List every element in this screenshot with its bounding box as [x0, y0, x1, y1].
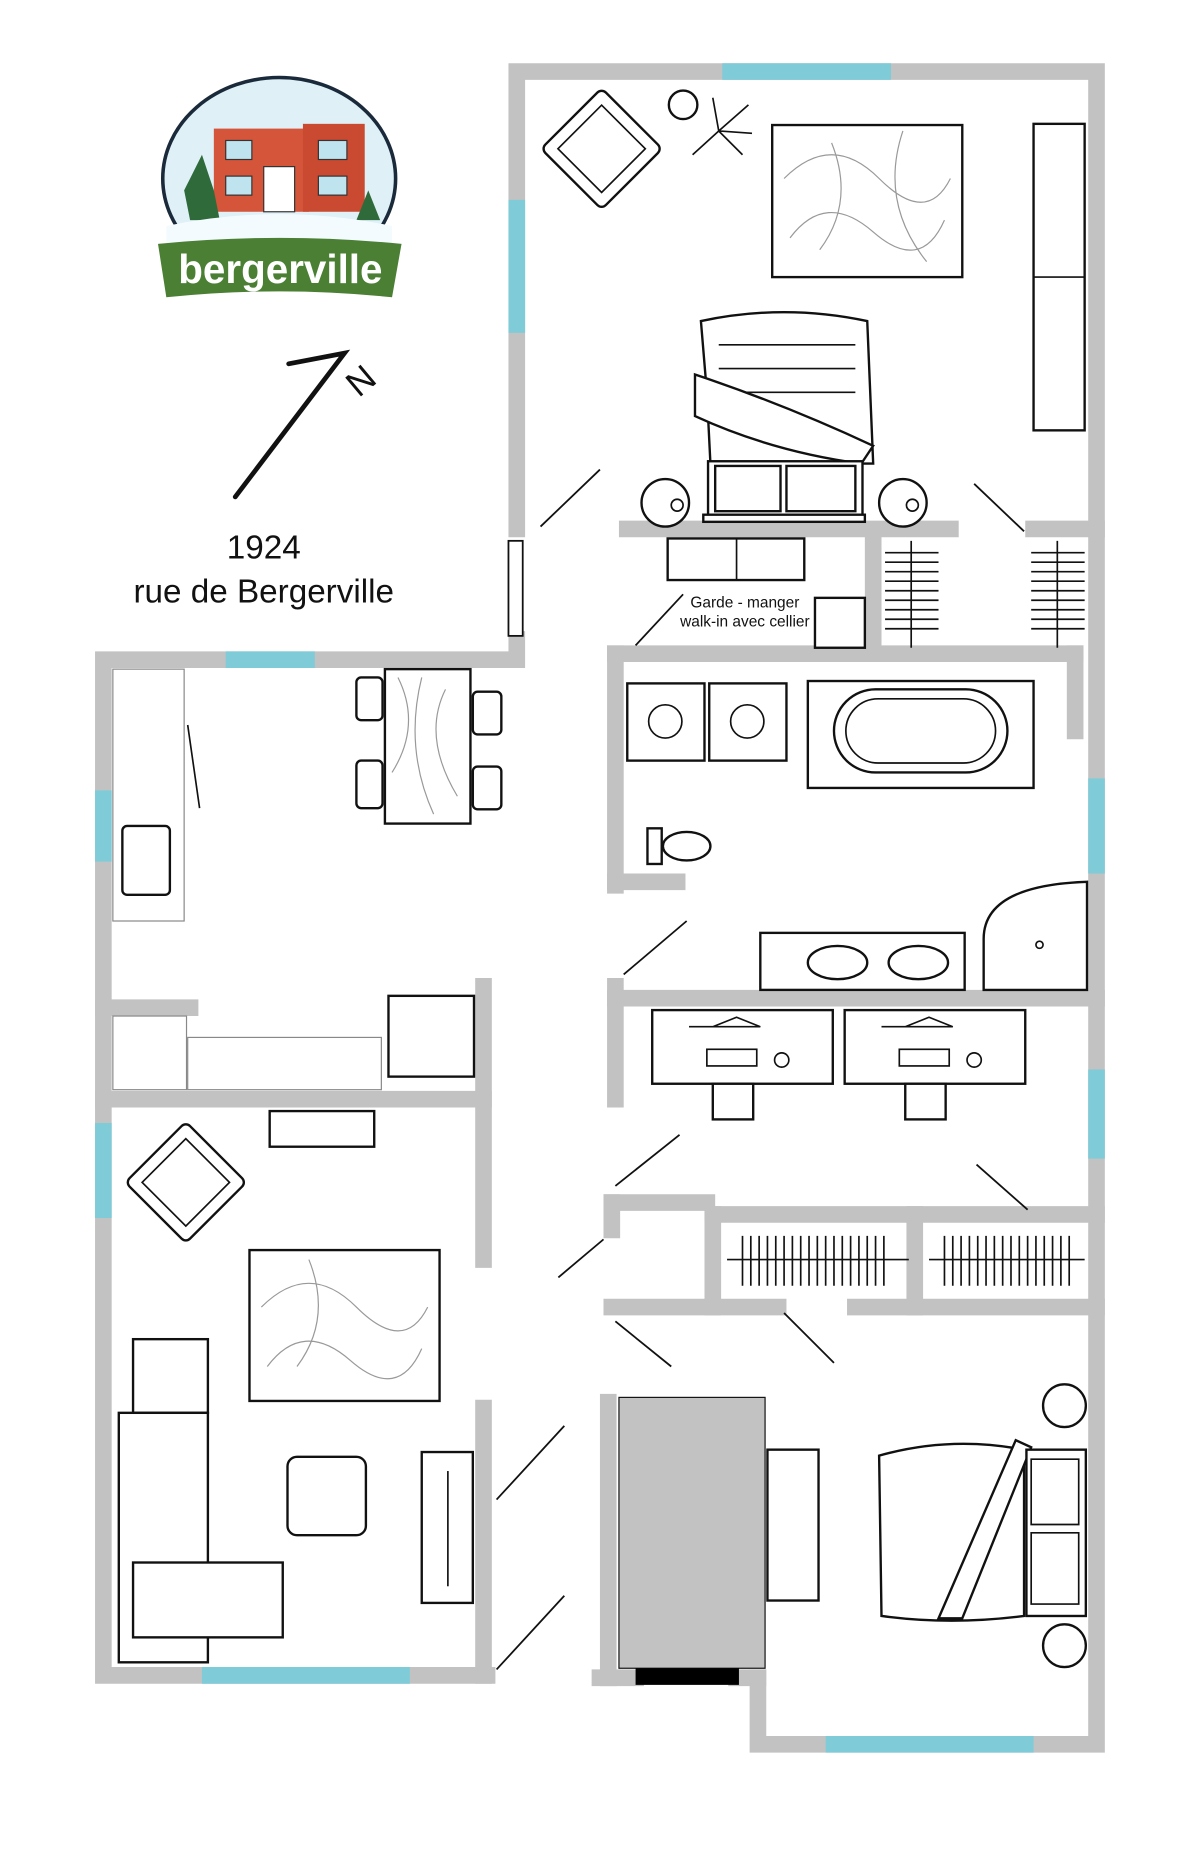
address-street: rue de Bergerville	[133, 574, 394, 611]
windows	[95, 63, 1105, 1753]
closet-hangers	[727, 540, 1085, 1286]
kitchen	[112, 667, 503, 1091]
compass-letter: N	[338, 357, 383, 404]
pantry-label-line2: walk-in avec cellier	[679, 613, 810, 630]
top-bedroom-furniture	[542, 89, 1086, 649]
logo-text: bergerville	[178, 246, 382, 292]
living-room	[117, 1109, 475, 1664]
bergerville-logo: bergerville	[158, 75, 402, 298]
north-arrow-icon: N	[232, 349, 384, 500]
office-desks	[651, 1008, 1027, 1121]
doors	[495, 468, 1029, 1671]
bathroom-fixtures	[626, 679, 1089, 992]
address-number: 1924	[227, 530, 301, 567]
bottom-bedroom	[618, 1383, 1088, 1685]
pantry-label-line1: Garde - manger	[690, 594, 799, 611]
